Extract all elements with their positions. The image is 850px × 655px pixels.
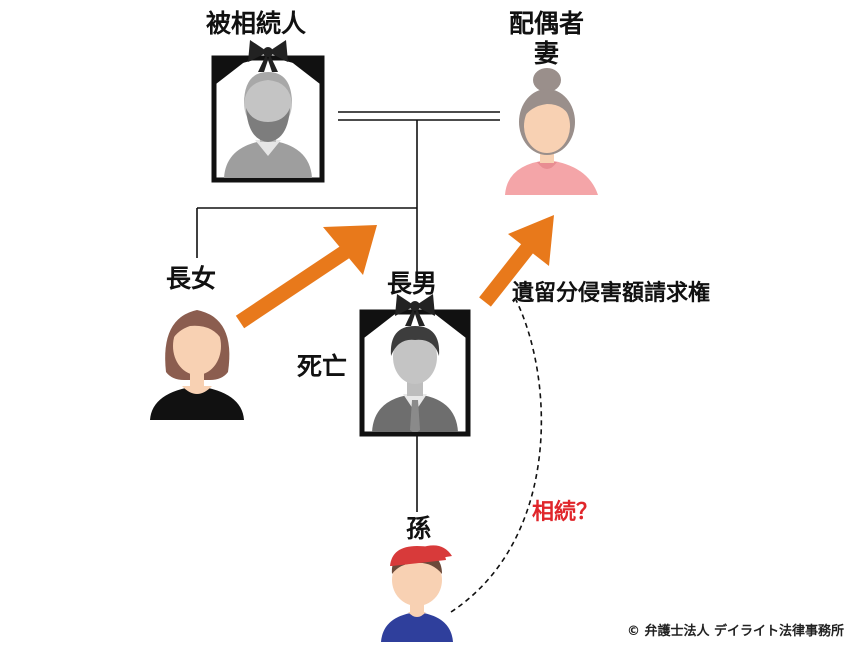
inheritance-dashed-curve	[450, 299, 543, 613]
deceased-status-label: 死亡	[297, 352, 348, 381]
claim-right-label: 遺留分侵害額請求権	[512, 281, 711, 306]
mourning-ribbon-icon	[248, 40, 288, 72]
inheritance-question-label: 相続？	[532, 500, 599, 525]
grandchild-label: 孫	[406, 514, 432, 543]
deceased-parent-label: 被相続人	[206, 9, 307, 38]
man-in-suit-memorial-portrait-icon	[372, 326, 458, 432]
copyright-text: © 弁護士法人 デイライト法律事務所	[627, 624, 845, 639]
boy-with-cap-icon	[381, 545, 453, 642]
eldest-son-portrait	[359, 294, 471, 437]
mourning-ribbon-icon	[395, 294, 435, 326]
family-tree-lines	[196, 111, 500, 512]
arrow-daughter-to-spouse	[235, 225, 377, 329]
eldest-son-label: 長男	[387, 269, 438, 298]
deceased-parent-portrait	[211, 40, 325, 183]
arrow-son-to-spouse	[479, 215, 554, 307]
spouse-role-label: 配偶者	[509, 9, 585, 38]
bearded-man-memorial-portrait-icon	[224, 72, 312, 178]
woman-with-bun-icon	[505, 68, 598, 195]
spouse-label: 妻	[534, 39, 560, 68]
woman-long-hair-icon	[150, 310, 244, 420]
eldest-daughter-label: 長女	[166, 264, 217, 293]
